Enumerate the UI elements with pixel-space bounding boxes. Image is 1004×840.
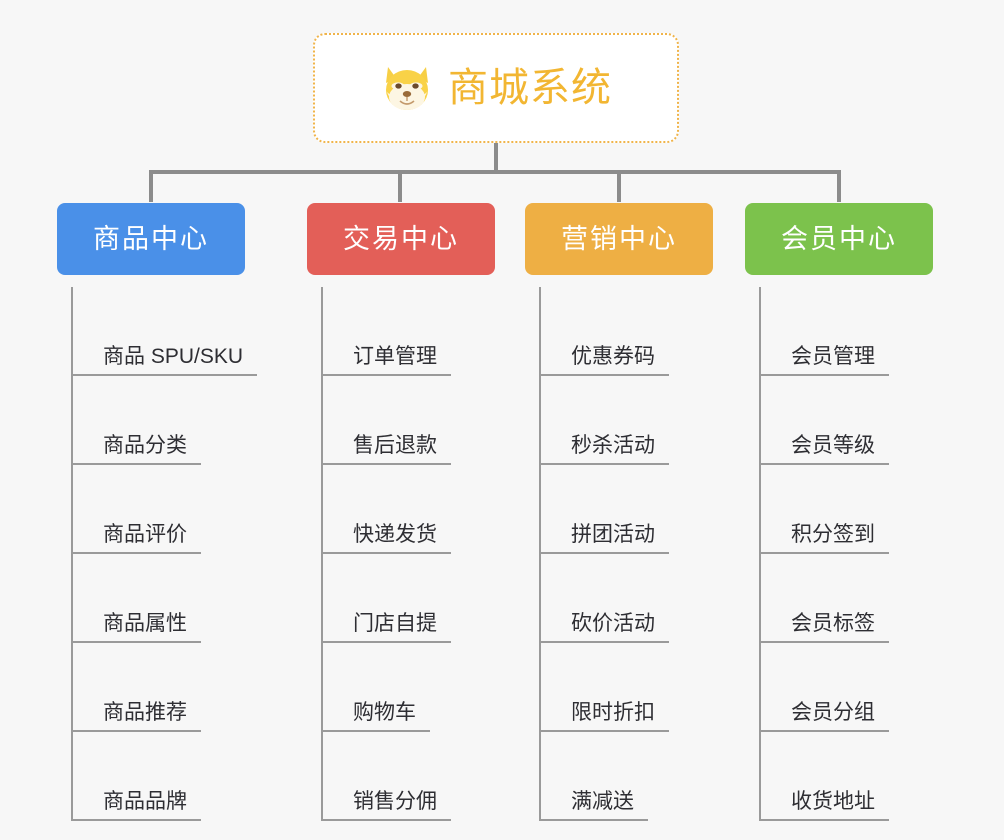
list-item[interactable]: 积分签到 bbox=[759, 465, 933, 554]
leaf-list-trade-center: 订单管理 售后退款 快递发货 门店自提 购物车 销售分佣 bbox=[321, 287, 495, 821]
connector-root-stem bbox=[494, 143, 498, 173]
leaf-label: 商品分类 bbox=[71, 435, 201, 465]
leaf-label: 会员管理 bbox=[759, 346, 889, 376]
category-header-marketing-center[interactable]: 营销中心 bbox=[525, 203, 713, 275]
column-trade-center: 交易中心 订单管理 售后退款 快递发货 门店自提 购物车 销售分佣 bbox=[307, 203, 495, 821]
list-item[interactable]: 收货地址 bbox=[759, 732, 933, 821]
leaf-label: 砍价活动 bbox=[539, 613, 669, 643]
connector-drop-1 bbox=[149, 170, 153, 202]
connector-drop-4 bbox=[837, 170, 841, 202]
connector-drop-3 bbox=[617, 170, 621, 202]
leaf-label: 积分签到 bbox=[759, 524, 889, 554]
leaf-label: 秒杀活动 bbox=[539, 435, 669, 465]
list-item[interactable]: 砍价活动 bbox=[539, 554, 713, 643]
list-item[interactable]: 售后退款 bbox=[321, 376, 495, 465]
column-marketing-center: 营销中心 优惠券码 秒杀活动 拼团活动 砍价活动 限时折扣 满减送 bbox=[525, 203, 713, 821]
list-item[interactable]: 秒杀活动 bbox=[539, 376, 713, 465]
leaf-label: 门店自提 bbox=[321, 613, 451, 643]
column-product-center: 商品中心 商品 SPU/SKU 商品分类 商品评价 商品属性 商品推荐 商品品牌 bbox=[57, 203, 258, 821]
list-item[interactable]: 会员等级 bbox=[759, 376, 933, 465]
list-item[interactable]: 会员管理 bbox=[759, 287, 933, 376]
leaf-label: 商品属性 bbox=[71, 613, 201, 643]
list-item[interactable]: 商品 SPU/SKU bbox=[71, 287, 258, 376]
connector-horizontal-bus bbox=[149, 170, 841, 174]
list-item[interactable]: 优惠券码 bbox=[539, 287, 713, 376]
leaf-list-product-center: 商品 SPU/SKU 商品分类 商品评价 商品属性 商品推荐 商品品牌 bbox=[71, 287, 258, 821]
leaf-label: 限时折扣 bbox=[539, 702, 669, 732]
leaf-label: 商品 SPU/SKU bbox=[71, 346, 258, 376]
root-node-mall-system[interactable]: 商城系统 bbox=[313, 33, 679, 143]
leaf-label: 商品评价 bbox=[71, 524, 201, 554]
leaf-list-marketing-center: 优惠券码 秒杀活动 拼团活动 砍价活动 限时折扣 满减送 bbox=[539, 287, 713, 821]
list-item[interactable]: 购物车 bbox=[321, 643, 495, 732]
leaf-label: 购物车 bbox=[321, 702, 430, 732]
root-title: 商城系统 bbox=[448, 66, 612, 110]
list-item[interactable]: 拼团活动 bbox=[539, 465, 713, 554]
list-item[interactable]: 商品分类 bbox=[71, 376, 245, 465]
column-member-center: 会员中心 会员管理 会员等级 积分签到 会员标签 会员分组 收货地址 bbox=[745, 203, 933, 821]
list-item[interactable]: 商品评价 bbox=[71, 465, 245, 554]
list-item[interactable]: 商品推荐 bbox=[71, 643, 245, 732]
leaf-label: 订单管理 bbox=[321, 346, 451, 376]
leaf-label: 会员分组 bbox=[759, 702, 889, 732]
list-item[interactable]: 销售分佣 bbox=[321, 732, 495, 821]
leaf-label: 收货地址 bbox=[759, 791, 889, 821]
leaf-list-member-center: 会员管理 会员等级 积分签到 会员标签 会员分组 收货地址 bbox=[759, 287, 933, 821]
category-header-member-center[interactable]: 会员中心 bbox=[745, 203, 933, 275]
category-header-trade-center[interactable]: 交易中心 bbox=[307, 203, 495, 275]
list-item[interactable]: 快递发货 bbox=[321, 465, 495, 554]
leaf-label: 售后退款 bbox=[321, 435, 451, 465]
list-item[interactable]: 商品属性 bbox=[71, 554, 245, 643]
connector-drop-2 bbox=[398, 170, 402, 202]
list-item[interactable]: 满减送 bbox=[539, 732, 713, 821]
leaf-label: 商品品牌 bbox=[71, 791, 201, 821]
category-label: 会员中心 bbox=[781, 223, 897, 254]
list-item[interactable]: 订单管理 bbox=[321, 287, 495, 376]
leaf-label: 会员等级 bbox=[759, 435, 889, 465]
leaf-label: 满减送 bbox=[539, 791, 648, 821]
leaf-label: 快递发货 bbox=[321, 524, 451, 554]
list-item[interactable]: 会员分组 bbox=[759, 643, 933, 732]
category-label: 交易中心 bbox=[343, 223, 459, 254]
category-header-product-center[interactable]: 商品中心 bbox=[57, 203, 245, 275]
leaf-label: 会员标签 bbox=[759, 613, 889, 643]
list-item[interactable]: 门店自提 bbox=[321, 554, 495, 643]
leaf-label: 拼团活动 bbox=[539, 524, 669, 554]
leaf-label: 销售分佣 bbox=[321, 791, 451, 821]
category-label: 商品中心 bbox=[93, 223, 209, 254]
list-item[interactable]: 限时折扣 bbox=[539, 643, 713, 732]
shiba-dog-face-icon bbox=[380, 63, 434, 113]
leaf-label: 商品推荐 bbox=[71, 702, 201, 732]
list-item[interactable]: 会员标签 bbox=[759, 554, 933, 643]
leaf-label: 优惠券码 bbox=[539, 346, 669, 376]
category-label: 营销中心 bbox=[561, 223, 677, 254]
list-item[interactable]: 商品品牌 bbox=[71, 732, 245, 821]
